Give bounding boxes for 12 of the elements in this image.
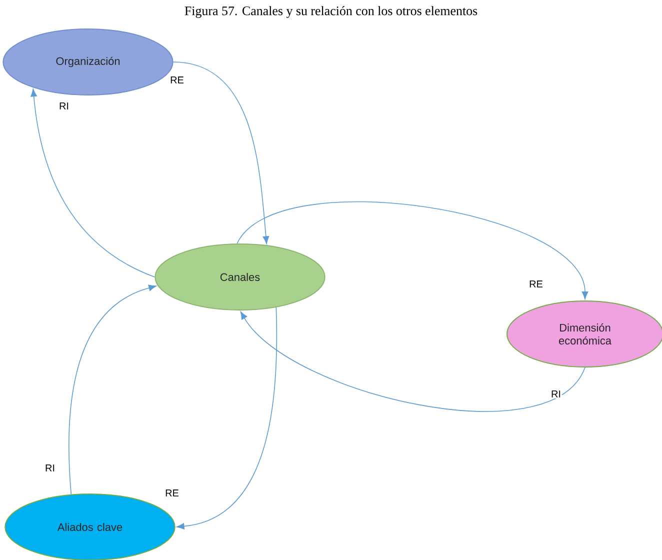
arrow xyxy=(30,88,156,278)
edge-label: RI xyxy=(550,390,562,398)
figure-title: Figura 57. Canales y su relación con los otros elementos xyxy=(184,6,478,18)
edge-label: RI xyxy=(44,464,56,472)
arrow xyxy=(176,306,278,530)
ellipse-node: Canales xyxy=(154,243,326,310)
arrow xyxy=(68,284,156,495)
arrow xyxy=(240,311,586,412)
ellipse-node: Dimensión económica xyxy=(506,300,662,368)
edge-label: RI xyxy=(58,102,70,110)
edge-label: RE xyxy=(528,280,544,288)
arrow xyxy=(172,62,270,244)
